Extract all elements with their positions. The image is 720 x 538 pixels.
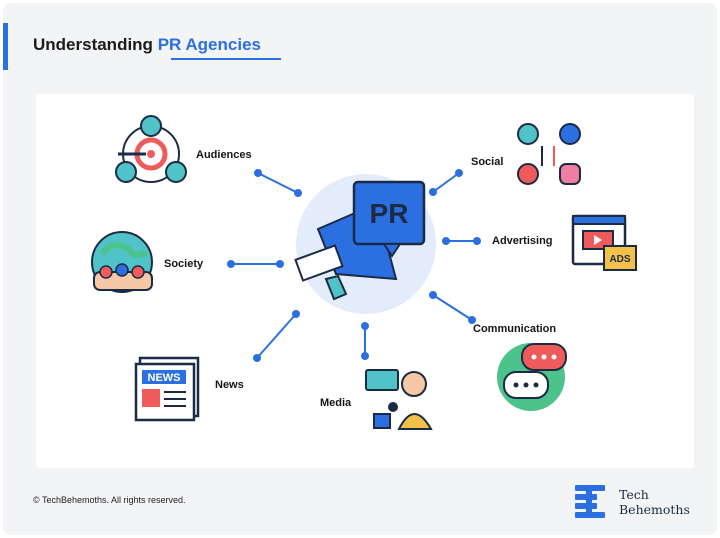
- title-highlight: PR Agencies: [157, 35, 261, 54]
- news-icon-text: NEWS: [148, 372, 181, 384]
- brand-logo: Tech Behemoths: [571, 481, 711, 525]
- media-icon: [365, 369, 433, 430]
- ads-icon-text: ADS: [609, 254, 630, 265]
- brand-name: Tech Behemoths: [619, 487, 690, 517]
- connector-society: [227, 260, 284, 268]
- connector-communication: [429, 291, 476, 324]
- social-icon: [517, 123, 581, 185]
- brand-name-line1: Tech: [619, 487, 649, 502]
- connector-media: [361, 322, 369, 360]
- brand-logo-icon: [575, 485, 605, 518]
- infographic-frame: Understanding PR Agencies: [3, 3, 717, 535]
- node-label-communication: Communication: [473, 323, 557, 335]
- node-label-advertising: Advertising: [492, 235, 553, 247]
- title-underline: [171, 58, 281, 60]
- node-label-media: Media: [320, 397, 352, 409]
- connector-news: [253, 310, 300, 362]
- connector-social: [429, 169, 463, 196]
- news-icon: NEWS: [134, 356, 200, 422]
- diagram-panel: PR: [36, 94, 694, 468]
- title-accent-bar: [3, 23, 8, 70]
- communication-icon: [497, 343, 567, 411]
- pr-text: PR: [370, 198, 409, 229]
- brand-name-line2: Behemoths: [619, 502, 690, 517]
- node-label-news: News: [215, 379, 244, 391]
- advertising-icon: ADS: [571, 214, 637, 271]
- title-prefix: Understanding: [33, 35, 153, 54]
- audiences-icon: [115, 115, 187, 183]
- node-label-social: Social: [471, 156, 504, 168]
- connectors: [227, 169, 481, 362]
- node-label-audiences: Audiences: [196, 149, 252, 161]
- node-label-society: Society: [164, 258, 204, 270]
- copyright-text: © TechBehemoths. All rights reserved.: [33, 495, 186, 505]
- connector-audiences: [254, 169, 302, 197]
- society-icon: [91, 231, 153, 293]
- megaphone-icon: PR: [294, 174, 436, 314]
- page-title: Understanding PR Agencies: [33, 35, 261, 55]
- connector-advertising: [442, 237, 481, 245]
- pr-diagram: PR: [91, 115, 637, 430]
